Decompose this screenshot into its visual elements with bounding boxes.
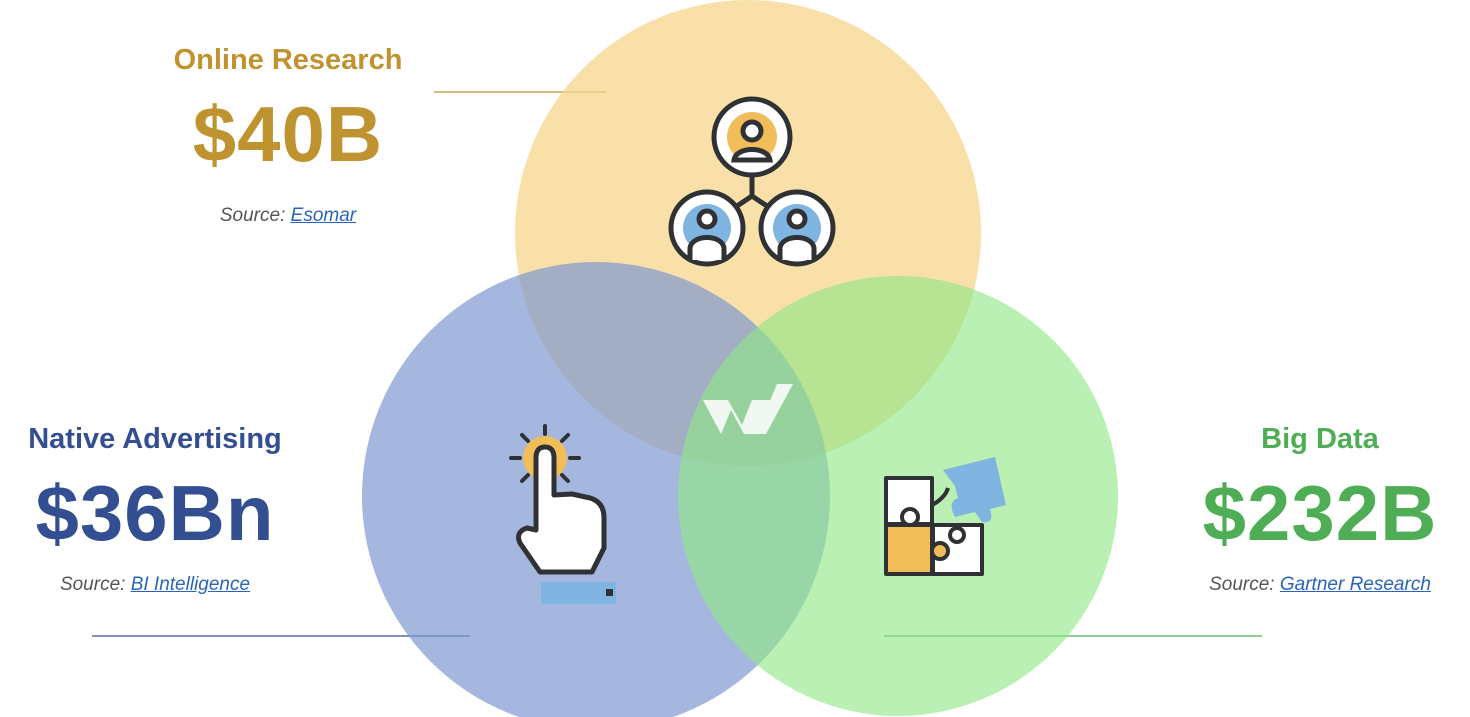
native-advertising-amount: $36Bn: [35, 469, 275, 557]
source-prefix: Source:: [219, 205, 286, 226]
big-data-source: Source: Gartner Research: [1170, 574, 1470, 596]
online-research-block: Online Research $40B Source: Esomar: [108, 44, 468, 227]
puzzle-pieces-icon: [884, 457, 1006, 576]
big-data-block: Big Data $232B Source: Gartner Research: [1170, 423, 1470, 596]
online-research-amount: $40B: [192, 90, 384, 178]
native-advertising-title: Native Advertising: [28, 423, 282, 455]
network-people-icon: [668, 96, 836, 267]
gartner-research-source-link[interactable]: Gartner Research: [1279, 574, 1431, 595]
native-advertising-block: Native Advertising $36Bn Source: BI Inte…: [0, 423, 310, 596]
source-prefix: Source:: [1209, 574, 1275, 595]
native-advertising-source: Source: BI Intelligence: [0, 574, 310, 596]
big-data-title: Big Data: [1261, 423, 1379, 455]
logo-w-icon: [703, 384, 793, 434]
online-research-title: Online Research: [173, 44, 403, 76]
source-prefix: Source:: [59, 574, 126, 595]
big-data-amount: $232B: [1202, 469, 1438, 557]
esomar-source-link[interactable]: Esomar: [290, 205, 357, 226]
tap-pointer-icon: [509, 424, 616, 604]
bi-intelligence-source-link[interactable]: BI Intelligence: [130, 574, 251, 595]
online-research-source: Source: Esomar: [108, 205, 468, 227]
